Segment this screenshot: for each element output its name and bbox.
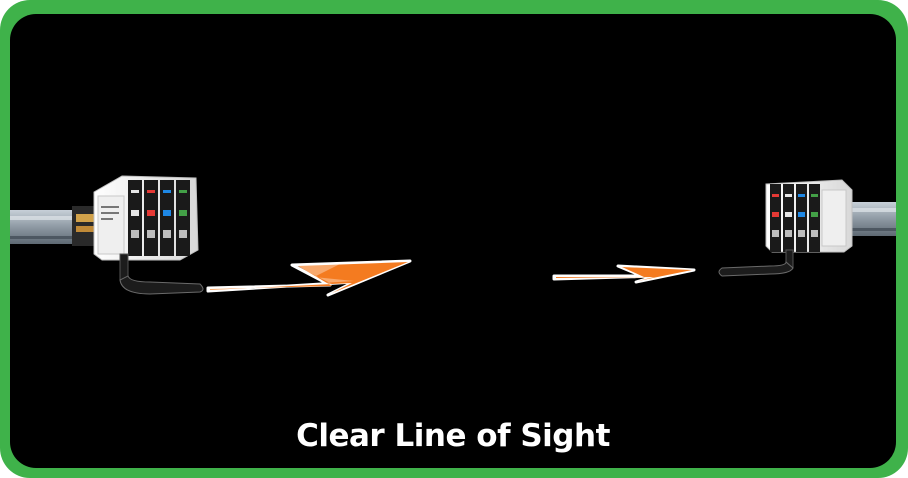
- lightning-bolt-left: [208, 261, 410, 295]
- line-of-sight-illustration: [10, 14, 896, 468]
- left-device: [10, 176, 203, 294]
- right-device: [719, 180, 896, 276]
- caption-text: Clear Line of Sight: [10, 418, 896, 454]
- scene-panel: Clear Line of Sight: [10, 14, 896, 468]
- lightning-bolt-right: [554, 266, 694, 282]
- right-antenna: [719, 250, 793, 276]
